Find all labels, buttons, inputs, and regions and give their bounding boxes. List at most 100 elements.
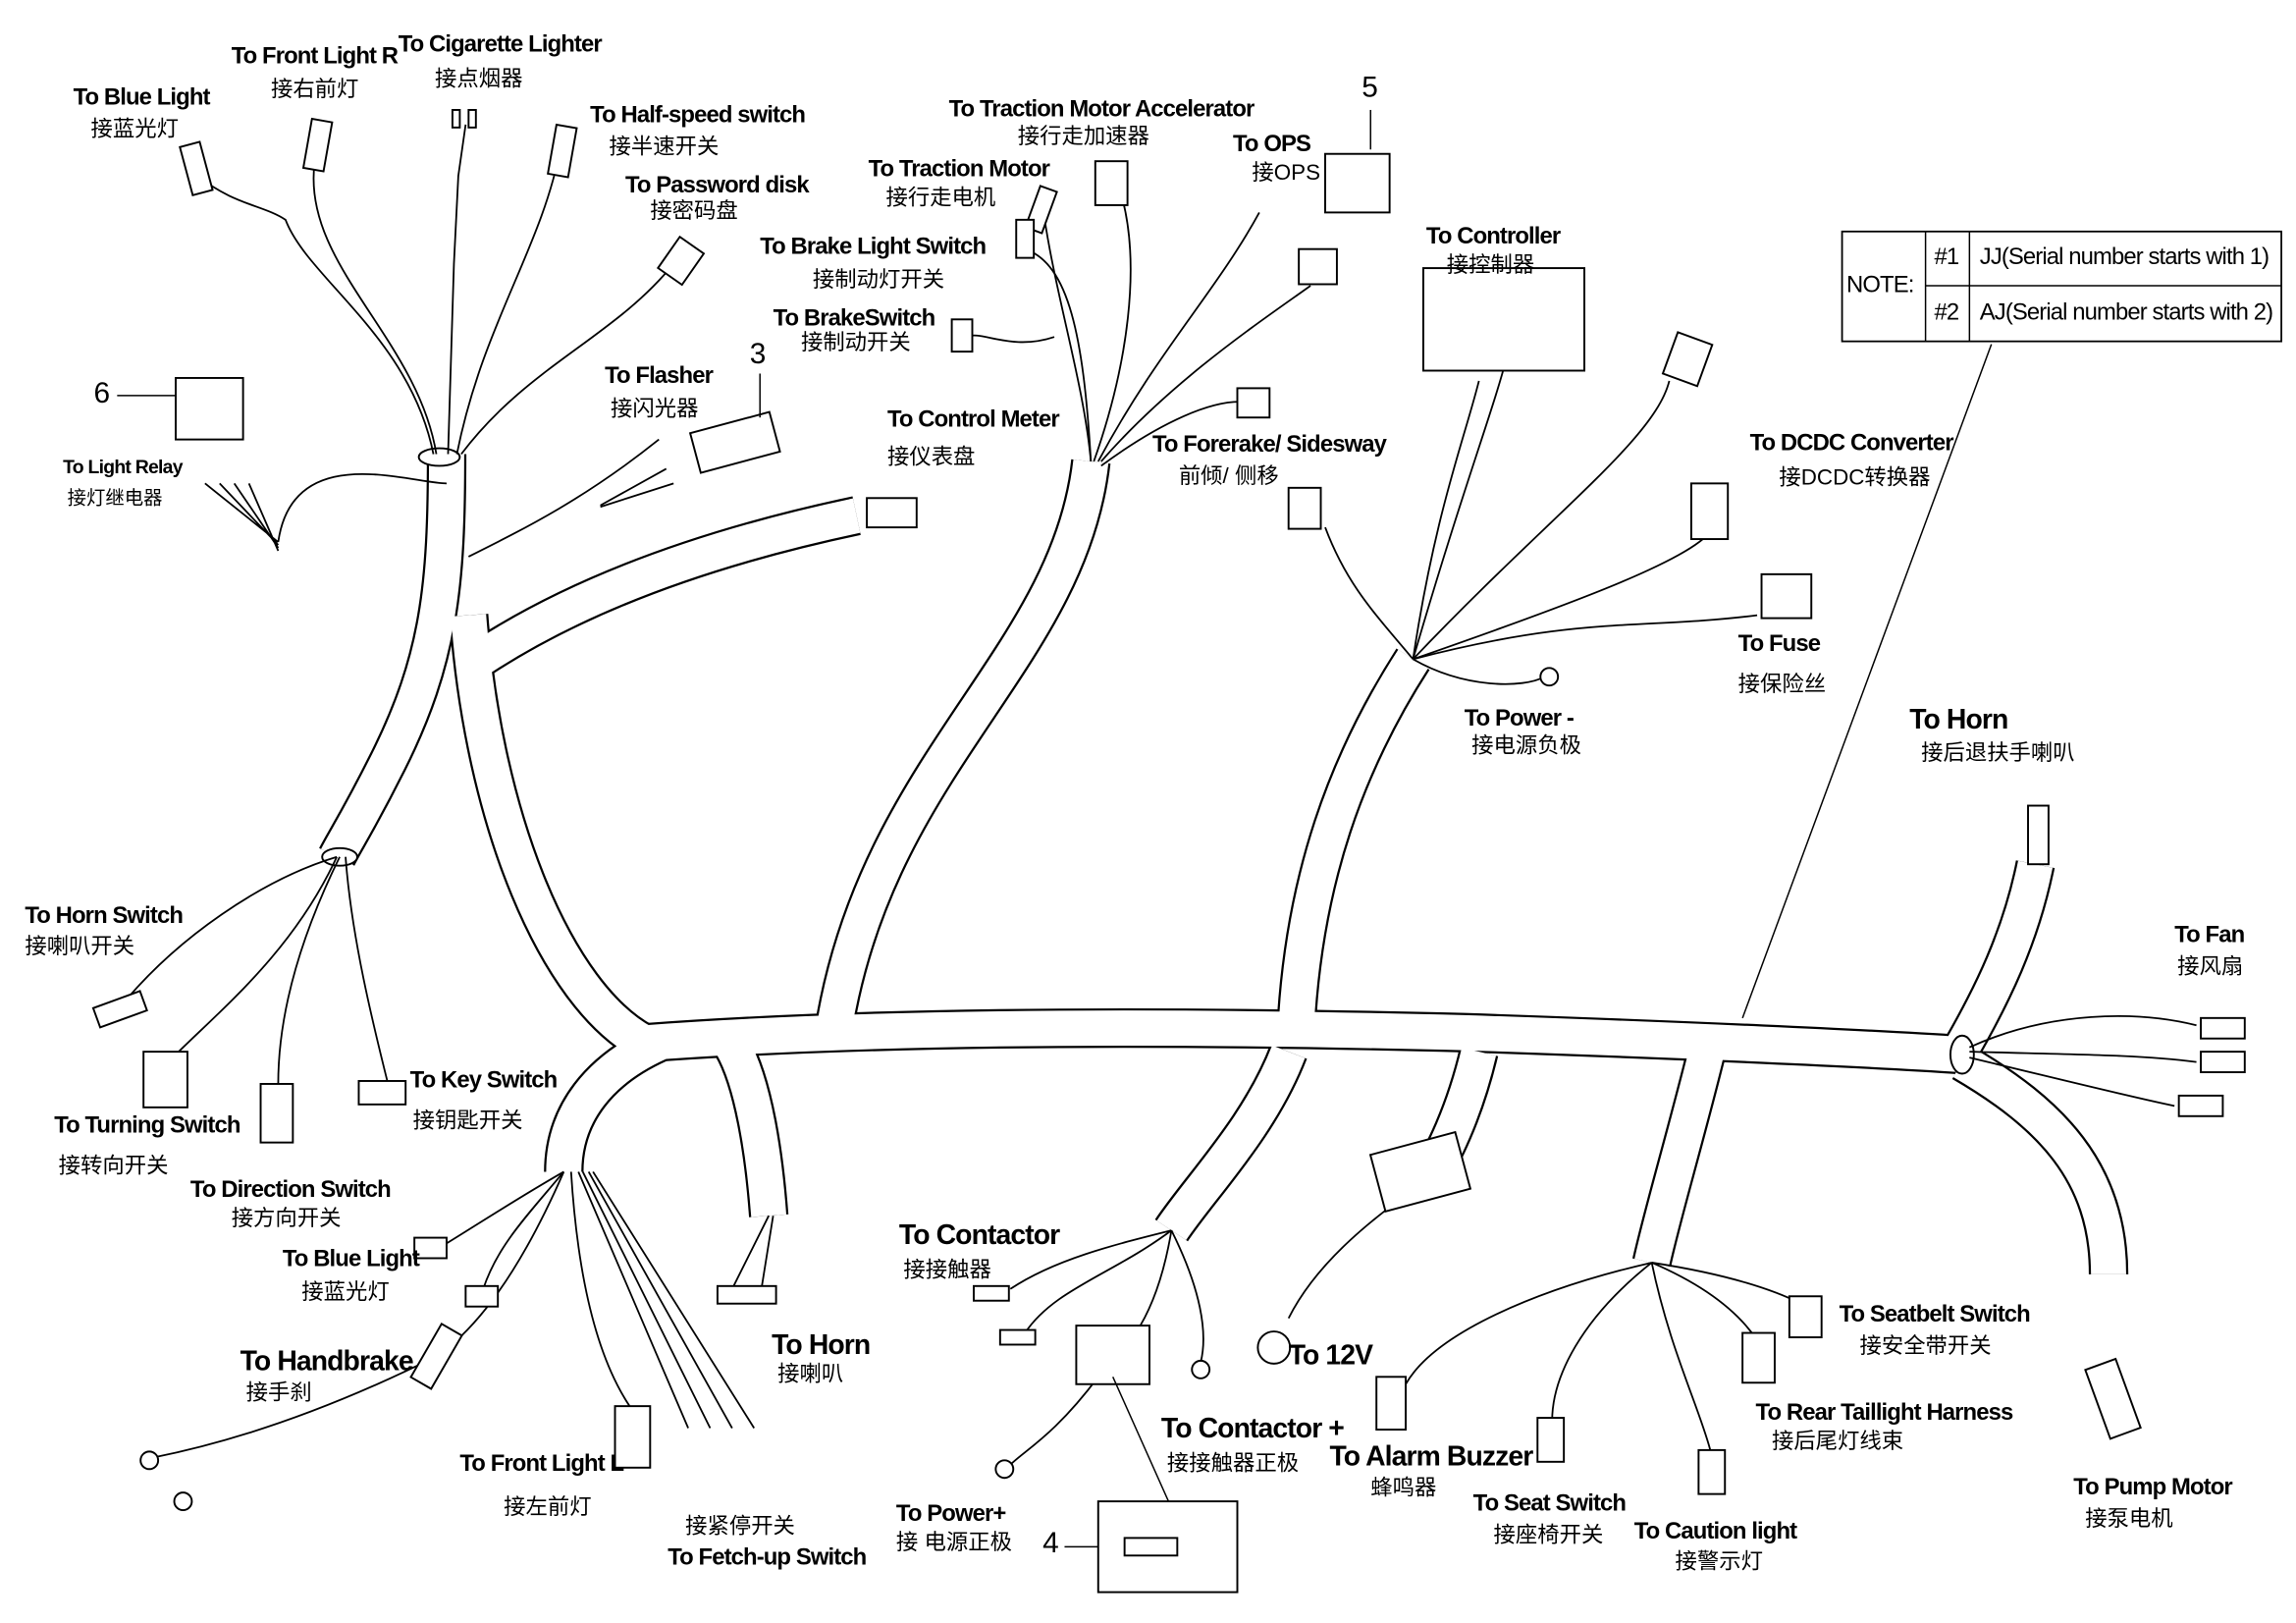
label-blue-light-r: To Blue Light xyxy=(74,83,211,110)
label-blue-light-r-cn: 接蓝光灯 xyxy=(90,116,178,140)
label-12v: To 12V xyxy=(1289,1339,1373,1371)
label-ops-cn: 接OPS xyxy=(1252,160,1320,185)
contactor-plus-ring xyxy=(1191,1359,1211,1380)
note-row-2-id: #2 xyxy=(1935,299,1959,326)
rear-taillight-connector xyxy=(1741,1331,1776,1384)
label-traction-motor-cn: 接行走电机 xyxy=(885,186,995,210)
label-handbrake-cn: 接手刹 xyxy=(246,1380,312,1405)
label-cigarette-cn: 接点烟器 xyxy=(435,67,522,91)
controller-connector xyxy=(1421,267,1585,372)
brake-light-connector xyxy=(1015,218,1036,259)
label-contactor: To Contactor xyxy=(899,1219,1060,1251)
label-control-meter: To Control Meter xyxy=(887,406,1059,433)
cigarette-connector xyxy=(451,109,461,129)
callout-6: 6 xyxy=(93,377,110,409)
label-dcdc-cn: 接DCDC转换器 xyxy=(1779,464,1930,489)
ops-connector xyxy=(1298,247,1338,286)
front-light-l-connector xyxy=(614,1405,652,1469)
light-relay xyxy=(175,376,244,441)
forerake-connector xyxy=(1236,387,1271,419)
label-fan: To Fan xyxy=(2174,922,2244,948)
label-front-light-l-cn: 接左前灯 xyxy=(504,1494,591,1519)
label-alarm-buzzer-cn: 蜂鸣器 xyxy=(1370,1476,1436,1500)
label-power-neg: To Power - xyxy=(1465,705,1574,731)
label-key-switch: To Key Switch xyxy=(410,1066,558,1093)
label-direction-switch: To Direction Switch xyxy=(190,1176,391,1203)
label-dcdc: To DCDC Converter xyxy=(1750,429,1954,456)
label-light-relay-cn: 接灯继电器 xyxy=(68,487,163,509)
label-front-light-r: To Front Light R xyxy=(232,43,399,70)
label-pump-motor-cn: 接泵电机 xyxy=(2085,1506,2172,1531)
label-cigarette: To Cigarette Lighter xyxy=(399,31,603,58)
horn-switch-connector xyxy=(91,990,148,1029)
front-light-connector-small xyxy=(464,1284,500,1308)
main-bundle-end xyxy=(1949,1034,1975,1075)
label-forerake: To Forerake/ Sidesway xyxy=(1152,431,1388,458)
label-password-cn: 接密码盘 xyxy=(650,198,737,223)
label-seat-switch: To Seat Switch xyxy=(1473,1489,1627,1516)
cigarette-connector-2 xyxy=(467,109,477,129)
blue-light-l-connector xyxy=(413,1236,448,1260)
control-meter-connector xyxy=(866,497,918,529)
forerake-connector-2 xyxy=(1287,486,1322,530)
contactor-terminal-1 xyxy=(973,1284,1010,1302)
labels: To Blue Light 接蓝光灯 To Front Light R 接右前灯… xyxy=(25,31,2245,1574)
note-row-1-text: JJ(Serial number starts with 1) xyxy=(1980,243,2269,270)
label-horn-front-cn: 接喇叭 xyxy=(777,1361,843,1385)
handbrake-ring-1 xyxy=(139,1450,160,1471)
password-disk-connector xyxy=(656,235,706,287)
label-password: To Password disk xyxy=(625,172,810,198)
top-connector xyxy=(1661,331,1714,388)
note-title: NOTE: xyxy=(1846,271,1913,298)
label-horn-front: To Horn xyxy=(772,1329,870,1361)
ops-relay xyxy=(1324,152,1391,214)
twelve-v-connector xyxy=(1256,1330,1292,1365)
trunk-top-end xyxy=(417,447,461,467)
label-brake-switch-cn: 接制动开关 xyxy=(801,330,911,354)
label-flasher: To Flasher xyxy=(605,362,714,389)
fan-connector-1 xyxy=(2200,1016,2246,1040)
label-brake-switch: To BrakeSwitch xyxy=(774,305,935,332)
callout-5: 5 xyxy=(1362,71,1378,103)
label-contactor-cn: 接接触器 xyxy=(903,1257,990,1281)
caution-light-connector xyxy=(1697,1448,1727,1495)
label-fetch-up-cn: 接紧停开关 xyxy=(685,1514,795,1539)
label-traction-acc: To Traction Motor Accelerator xyxy=(949,95,1255,122)
label-pump-motor: To Pump Motor xyxy=(2073,1474,2232,1500)
alarm-connector-box xyxy=(1368,1130,1472,1214)
blue-light-r-connector xyxy=(179,140,214,197)
label-half-speed: To Half-speed switch xyxy=(590,101,805,128)
label-rear-taillight-cn: 接后尾灯线束 xyxy=(1772,1429,1903,1453)
note-table: NOTE: #1 JJ(Serial number starts with 1)… xyxy=(1841,230,2282,343)
fuse-connector xyxy=(1760,572,1813,620)
label-seatbelt: To Seatbelt Switch xyxy=(1840,1301,2031,1327)
power-neg-ring xyxy=(1539,667,1560,687)
seatbelt-connector xyxy=(1788,1295,1823,1338)
brake-switch-connector xyxy=(950,318,974,353)
wire-branches xyxy=(116,124,2197,1466)
label-ops: To OPS xyxy=(1233,131,1310,157)
contactor-fuse-holder xyxy=(1075,1325,1150,1385)
label-light-relay: To Light Relay xyxy=(63,457,184,478)
note-row-2-text: AJ(Serial number starts with 2) xyxy=(1980,299,2272,326)
label-power-pos: To Power+ xyxy=(896,1500,1006,1527)
connectors xyxy=(91,109,2246,1594)
label-turning-switch: To Turning Switch xyxy=(54,1112,240,1139)
label-fan-cn: 接风扇 xyxy=(2177,954,2243,979)
horn-front-terminals xyxy=(716,1284,777,1305)
fuse-icon xyxy=(1123,1537,1179,1557)
flasher-unit xyxy=(688,410,781,474)
label-seatbelt-cn: 接安全带开关 xyxy=(1859,1333,1991,1358)
callout-4: 4 xyxy=(1042,1527,1059,1559)
label-horn-rear: To Horn xyxy=(1909,704,2007,735)
label-half-speed-cn: 接半速开关 xyxy=(610,134,720,158)
label-traction-acc-cn: 接行走加速器 xyxy=(1018,124,1149,148)
label-fuse-cn: 接保险丝 xyxy=(1738,672,1826,696)
label-controller: To Controller xyxy=(1426,223,1561,249)
contactor-terminal-2 xyxy=(998,1328,1037,1346)
label-flasher-cn: 接闪光器 xyxy=(611,396,698,420)
label-turning-switch-cn: 接转向开关 xyxy=(59,1154,169,1178)
note-row-1-id: #1 xyxy=(1935,243,1959,270)
label-controller-cn: 接控制器 xyxy=(1447,252,1534,277)
